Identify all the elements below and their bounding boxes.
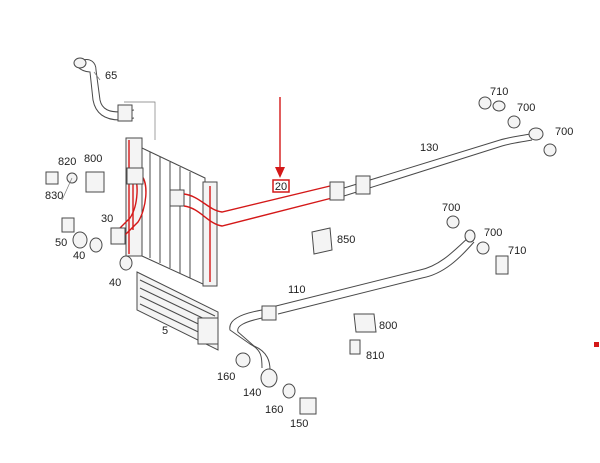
label-110: 110 bbox=[288, 284, 306, 296]
label-800-b: 800 bbox=[379, 320, 397, 332]
label-50: 50 bbox=[55, 237, 67, 249]
edge-mark bbox=[594, 342, 599, 347]
label-700-b: 700 bbox=[555, 126, 573, 138]
label-5: 5 bbox=[162, 325, 168, 337]
label-710-a: 710 bbox=[490, 86, 508, 98]
part-labels: 65 820 800 830 30 50 40 40 5 710 700 700… bbox=[45, 70, 573, 430]
leader-lines bbox=[61, 71, 156, 201]
label-800-a: 800 bbox=[84, 153, 102, 165]
hose-30 bbox=[110, 167, 147, 245]
radiator bbox=[125, 137, 218, 287]
oil-cooler bbox=[136, 271, 219, 351]
pipe-110 bbox=[229, 229, 476, 388]
label-810: 810 bbox=[366, 350, 384, 362]
label-30: 30 bbox=[101, 213, 113, 225]
label-820: 820 bbox=[58, 156, 76, 168]
label-130: 130 bbox=[420, 142, 438, 154]
label-700-a: 700 bbox=[517, 102, 535, 114]
label-40-a: 40 bbox=[73, 250, 85, 262]
label-160-b: 160 bbox=[265, 404, 283, 416]
label-160-a: 160 bbox=[217, 371, 235, 383]
label-700-d: 700 bbox=[484, 227, 502, 239]
label-140: 140 bbox=[243, 387, 261, 399]
callout-20[interactable]: 20 bbox=[272, 179, 290, 193]
pipe-130 bbox=[343, 127, 544, 197]
label-65: 65 bbox=[105, 70, 117, 82]
label-150: 150 bbox=[290, 418, 308, 430]
label-700-c: 700 bbox=[442, 202, 460, 214]
callout-label: 20 bbox=[275, 181, 287, 193]
pipe-65 bbox=[73, 57, 135, 122]
label-40-b: 40 bbox=[109, 277, 121, 289]
label-710-b: 710 bbox=[508, 245, 526, 257]
pointer-arrow bbox=[275, 97, 285, 178]
hose-20 bbox=[169, 181, 345, 227]
label-830: 830 bbox=[45, 190, 63, 202]
label-850: 850 bbox=[337, 234, 355, 246]
hardware bbox=[45, 96, 557, 415]
